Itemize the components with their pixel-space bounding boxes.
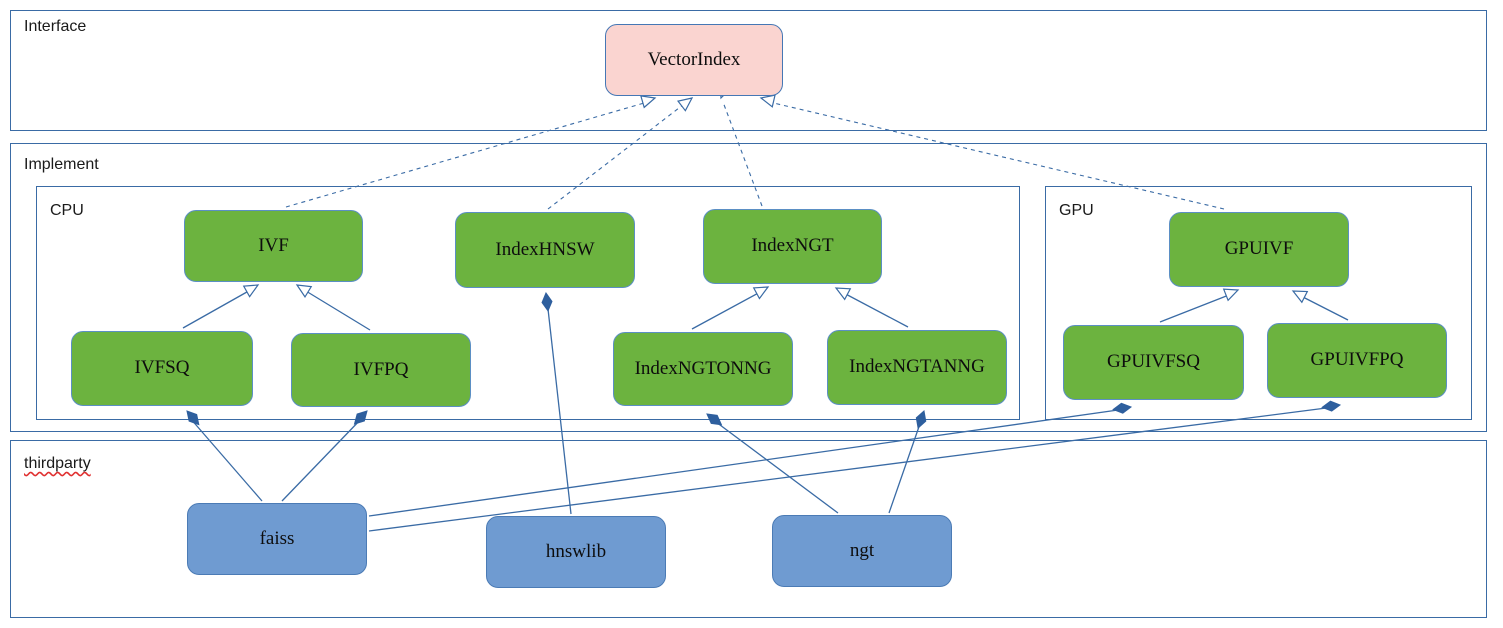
node-label: GPUIVFPQ bbox=[1310, 349, 1404, 371]
group-label-cpu: CPU bbox=[50, 202, 84, 219]
node-label: GPUIVFSQ bbox=[1107, 351, 1200, 373]
group-label-gpu: GPU bbox=[1059, 202, 1094, 219]
node-label: IndexHNSW bbox=[495, 238, 595, 260]
node-hnswlib[interactable]: hnswlib bbox=[486, 516, 666, 588]
node-label: IndexNGT bbox=[751, 235, 834, 257]
node-indexngt[interactable]: IndexNGT bbox=[703, 209, 882, 284]
node-ngt[interactable]: ngt bbox=[772, 515, 952, 587]
node-label: GPUIVF bbox=[1224, 238, 1294, 260]
group-label-implement: Implement bbox=[24, 156, 99, 173]
node-label: VectorIndex bbox=[647, 48, 741, 70]
node-label: hnswlib bbox=[545, 540, 607, 562]
node-gpuivfsq[interactable]: GPUIVFSQ bbox=[1063, 325, 1244, 400]
node-ivfsq[interactable]: IVFSQ bbox=[71, 331, 253, 406]
node-label: IndexNGTONNG bbox=[634, 357, 772, 379]
node-ivf[interactable]: IVF bbox=[184, 210, 363, 282]
node-label: IVF bbox=[258, 234, 289, 256]
node-indexngtonng[interactable]: IndexNGTONNG bbox=[613, 332, 793, 406]
node-label: faiss bbox=[259, 527, 295, 549]
node-label: ngt bbox=[849, 539, 875, 561]
node-label: IVFPQ bbox=[353, 358, 409, 380]
node-indexngtanng[interactable]: IndexNGTANNG bbox=[827, 330, 1007, 405]
node-faiss[interactable]: faiss bbox=[187, 503, 367, 575]
node-indexhnsw[interactable]: IndexHNSW bbox=[455, 212, 635, 288]
node-label: IVFSQ bbox=[134, 357, 190, 379]
node-ivfpq[interactable]: IVFPQ bbox=[291, 333, 471, 407]
node-label: IndexNGTANNG bbox=[849, 356, 985, 378]
node-vectorindex[interactable]: VectorIndex bbox=[605, 24, 783, 96]
node-gpuivfpq[interactable]: GPUIVFPQ bbox=[1267, 323, 1447, 398]
group-label-interface: Interface bbox=[24, 18, 87, 35]
node-gpuivf[interactable]: GPUIVF bbox=[1169, 212, 1349, 287]
group-label-thirdparty: thirdparty bbox=[24, 455, 91, 472]
